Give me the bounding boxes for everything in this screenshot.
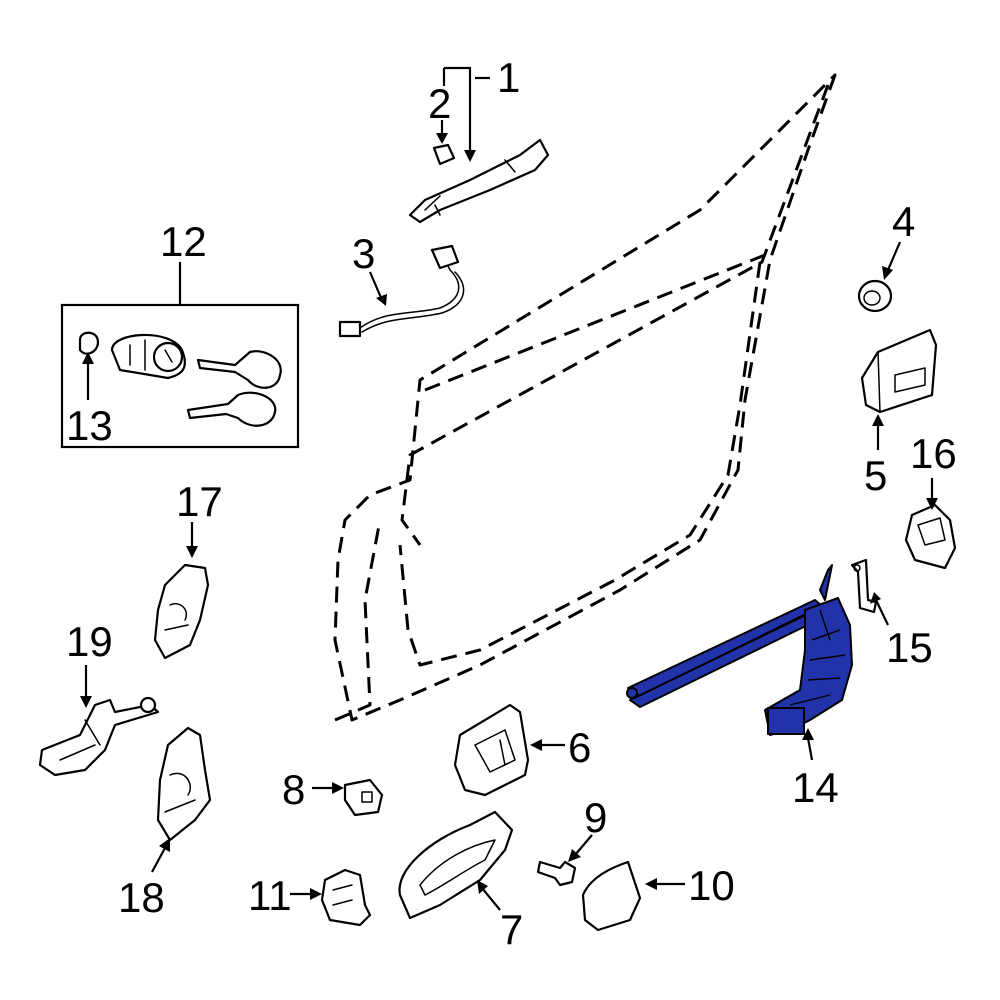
callout-12: 12: [160, 218, 207, 265]
striker-cover: [860, 328, 938, 414]
callout-16: 16: [910, 430, 957, 477]
door-outline: [333, 73, 837, 722]
callout-13-leader: [82, 352, 94, 400]
callout-10: 10: [688, 862, 735, 909]
door-check: [38, 696, 160, 777]
callout-17: 17: [176, 478, 223, 525]
callout-18: 18: [118, 874, 165, 921]
callout-18-leader: [151, 838, 170, 873]
callout-7: 7: [500, 906, 523, 953]
lower-hinge: [156, 726, 212, 842]
callout-6: 6: [568, 724, 591, 771]
callout-11: 11: [248, 872, 292, 919]
callout-11-leader: [290, 888, 322, 900]
callout-15: 15: [886, 624, 933, 671]
callout-1: 1: [497, 54, 520, 101]
wire-harness: [338, 244, 465, 338]
callout-3: 3: [352, 230, 375, 277]
bolt-cover: [581, 860, 642, 932]
callout-2-leader: [436, 68, 448, 144]
callout-9-leader: [568, 834, 593, 862]
callout-3-leader: [368, 271, 387, 306]
callout-4-leader: [882, 241, 902, 280]
bracket: [850, 558, 878, 614]
striker: [904, 503, 957, 570]
cap: [857, 279, 893, 313]
callout-5-leader: [872, 414, 884, 450]
callout-19-leader: [80, 665, 92, 708]
callout-7-leader: [477, 880, 501, 911]
callout-17-leader: [186, 522, 198, 558]
outside-handle: [408, 138, 550, 224]
callout-4: 4: [892, 198, 915, 245]
callout-16-leader: [926, 478, 938, 510]
upper-hinge: [153, 563, 210, 660]
callout-8: 8: [282, 766, 305, 813]
callout-8-leader: [312, 782, 344, 794]
handle-carrier: [453, 703, 530, 797]
callout-2: 2: [428, 80, 451, 127]
callout-6-leader: [530, 739, 565, 751]
screw: [536, 860, 577, 887]
callout-5: 5: [864, 452, 887, 499]
callout-14: 14: [792, 764, 839, 811]
callout-14-leader: [802, 728, 814, 761]
callout-13: 13: [66, 402, 113, 449]
lock-actuator: [320, 868, 372, 927]
callout-10-leader: [645, 878, 685, 890]
callout-19: 19: [66, 618, 113, 665]
callout-15-leader: [870, 592, 889, 626]
door-latch-assembly: [626, 564, 853, 736]
inside-handle: [398, 810, 514, 920]
callout-1-leader: [444, 66, 490, 162]
handle-clip: [432, 143, 456, 166]
small-clip: [343, 778, 384, 817]
callout-9: 9: [584, 794, 607, 841]
lock-set-box: [60, 262, 300, 449]
